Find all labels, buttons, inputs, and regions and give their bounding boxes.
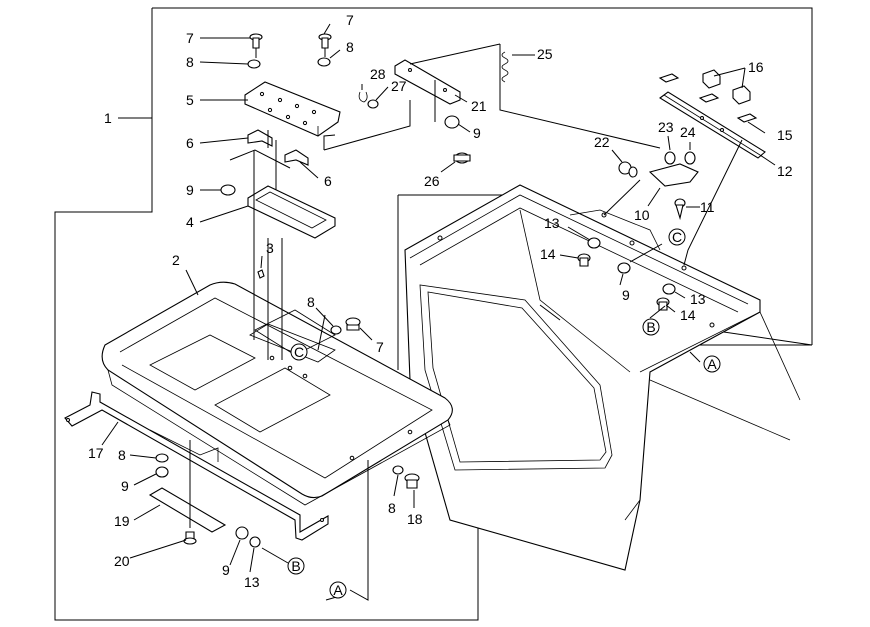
part-labels: 1 2 3 4 5 6 6 7 7 7 8 8 8 8 8 9 9 9 9 9 … xyxy=(88,12,793,590)
label-8a: 8 xyxy=(186,54,194,70)
label-24: 24 xyxy=(680,124,696,140)
label-5: 5 xyxy=(186,92,194,108)
pin-28 xyxy=(358,91,368,103)
label-9e: 9 xyxy=(622,287,630,303)
label-26: 26 xyxy=(424,173,440,189)
hinge-bar-12 xyxy=(659,91,766,159)
label-23: 23 xyxy=(658,119,674,135)
label-27: 27 xyxy=(391,78,407,94)
gasket-frame xyxy=(247,185,336,239)
pad-a xyxy=(658,73,680,83)
ref-c-cab: C xyxy=(672,229,682,245)
washer-8a xyxy=(247,59,261,69)
label-14b: 14 xyxy=(680,307,696,323)
bolt-18 xyxy=(404,473,420,489)
label-8c: 8 xyxy=(307,294,315,310)
label-28: 28 xyxy=(370,66,386,82)
washer-8b xyxy=(317,57,331,67)
pin-3 xyxy=(257,269,265,279)
spring-25 xyxy=(501,51,509,83)
label-14a: 14 xyxy=(540,246,556,262)
screw-11 xyxy=(674,198,686,221)
screw-7c xyxy=(345,317,361,331)
label-25: 25 xyxy=(537,46,553,62)
label-20: 20 xyxy=(114,553,130,569)
bracket-21 xyxy=(394,59,461,105)
label-17: 17 xyxy=(88,445,104,461)
cab-body xyxy=(404,184,801,571)
label-10: 10 xyxy=(634,207,650,223)
label-21: 21 xyxy=(471,98,487,114)
label-7a: 7 xyxy=(186,30,194,46)
label-12: 12 xyxy=(777,163,793,179)
bolt-14a xyxy=(577,253,591,267)
label-22: 22 xyxy=(594,134,610,150)
strap xyxy=(148,487,227,533)
clip-6b xyxy=(284,149,309,166)
label-16: 16 xyxy=(748,59,764,75)
label-9d: 9 xyxy=(222,562,230,578)
pin-26 xyxy=(453,152,471,164)
nut-9c xyxy=(235,526,249,540)
label-9c: 9 xyxy=(121,478,129,494)
washer-27 xyxy=(367,99,379,109)
washer-13a xyxy=(249,536,261,548)
label-8e: 8 xyxy=(118,447,126,463)
label-19: 19 xyxy=(114,513,130,529)
nut-9d xyxy=(444,115,460,129)
label-15: 15 xyxy=(777,127,793,143)
screw-7a xyxy=(249,33,263,49)
label-9a: 9 xyxy=(186,182,194,198)
clip-6a xyxy=(247,129,273,147)
washer-8d xyxy=(392,465,404,475)
label-7c: 7 xyxy=(376,339,384,355)
ref-circles xyxy=(287,228,721,599)
label-8b: 8 xyxy=(346,39,354,55)
label-13c: 13 xyxy=(690,291,706,307)
label-1: 1 xyxy=(104,110,112,126)
label-13b: 13 xyxy=(544,215,560,231)
pad-c xyxy=(736,113,758,123)
nut-9a xyxy=(220,184,236,196)
label-11: 11 xyxy=(700,199,715,215)
label-2: 2 xyxy=(172,252,180,268)
ref-b-cab: B xyxy=(646,319,655,335)
knob-22 xyxy=(618,161,638,178)
ref-b-bar: B xyxy=(291,558,300,574)
front-bar xyxy=(64,391,329,541)
latch-10 xyxy=(648,151,699,187)
label-3: 3 xyxy=(266,240,274,256)
washer-13b xyxy=(587,237,601,249)
washer-13c xyxy=(662,283,676,295)
bolt-20 xyxy=(183,531,197,545)
label-6b: 6 xyxy=(324,173,332,189)
ref-a-cab: A xyxy=(707,356,717,372)
label-13a: 13 xyxy=(244,574,260,590)
cap-16a xyxy=(702,69,721,89)
nut-9e xyxy=(617,262,631,274)
label-4: 4 xyxy=(186,214,194,230)
mounting-plate xyxy=(244,81,341,137)
nut-9b xyxy=(155,466,169,478)
cap-16b xyxy=(732,85,751,105)
label-9b: 9 xyxy=(473,125,481,141)
ref-a-roof: A xyxy=(333,582,343,598)
bolt-14b xyxy=(656,297,670,311)
washer-8c xyxy=(330,325,342,335)
label-18: 18 xyxy=(407,511,423,527)
label-6a: 6 xyxy=(186,135,194,151)
pad-b xyxy=(698,93,720,103)
screw-7b xyxy=(318,33,332,49)
label-8d: 8 xyxy=(388,500,396,516)
washer-8e xyxy=(155,453,169,463)
label-7b: 7 xyxy=(346,12,354,28)
ref-c-roof: C xyxy=(294,344,304,360)
